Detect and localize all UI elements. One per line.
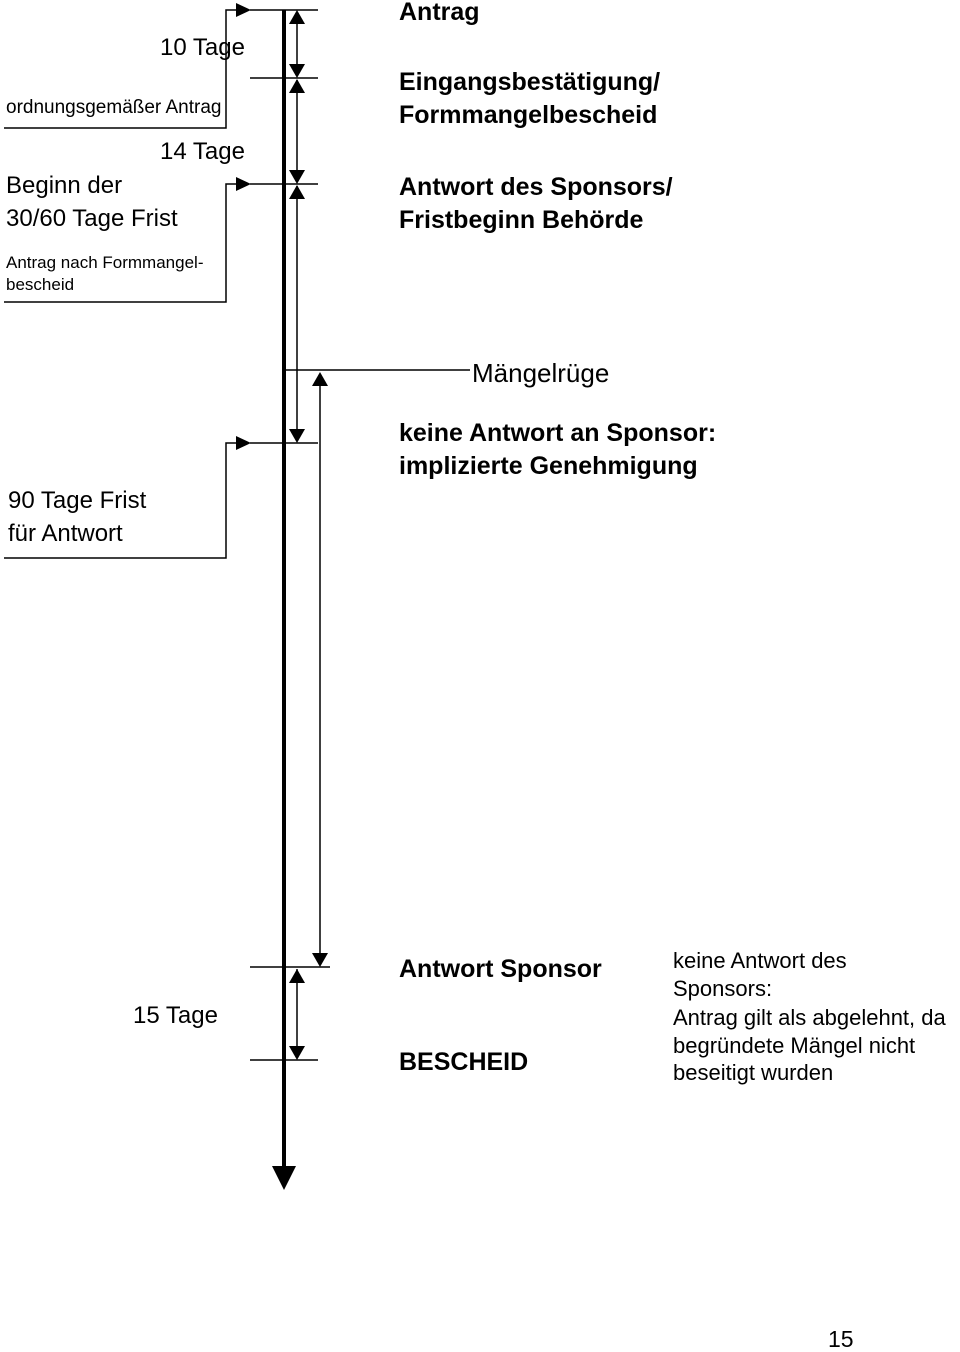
- arrowhead-up: [312, 372, 328, 386]
- arrowhead-down: [312, 953, 328, 967]
- arrowhead-up: [289, 10, 305, 24]
- label-14-tage: 14 Tage: [160, 138, 245, 165]
- label-nach-line2: bescheid: [6, 275, 75, 294]
- arrowhead-down: [289, 64, 305, 78]
- label-abgelehnt-line4: begründete Mängel nicht: [673, 1033, 916, 1058]
- label-beginn-line2: 30/60 Tage Frist: [6, 205, 178, 232]
- label-antwort-sponsor: Antwort Sponsor: [399, 955, 602, 983]
- arrowhead-right: [236, 177, 251, 191]
- connector-ordnungsgemaess: [4, 9, 236, 129]
- label-90-tage-line2: für Antwort: [8, 520, 123, 547]
- arrowhead-right: [236, 436, 251, 450]
- label-keine-line1: keine Antwort an Sponsor:: [399, 419, 717, 447]
- label-ordnungsgemaess: ordnungsgemäßer Antrag: [6, 97, 222, 118]
- arrowhead-down: [289, 429, 305, 443]
- label-antwort-line2: Fristbeginn Behörde: [399, 206, 644, 234]
- label-antwort-line1: Antwort des Sponsors/: [399, 173, 673, 201]
- label-nach-line1: Antrag nach Formmangel-: [6, 253, 204, 272]
- label-antrag: Antrag: [399, 0, 480, 26]
- label-abgelehnt-line5: beseitigt wurden: [673, 1060, 834, 1085]
- connector-90-tage: [4, 442, 236, 559]
- label-15-tage: 15 Tage: [133, 1002, 218, 1029]
- arrowhead-down: [289, 170, 305, 184]
- label-10-tage: 10 Tage: [160, 34, 245, 61]
- arrowhead-right: [236, 3, 251, 17]
- label-abgelehnt-line3: Antrag gilt als abgelehnt, da: [673, 1005, 946, 1030]
- arrowhead-down: [289, 1046, 305, 1060]
- label-eingang-line1: Eingangsbestätigung/: [399, 68, 661, 96]
- label-eingang-line2: Formmangelbescheid: [399, 101, 658, 129]
- arrowhead-up: [289, 969, 305, 983]
- label-90-tage-line1: 90 Tage Frist: [8, 487, 147, 514]
- page-number: 15: [828, 1326, 854, 1352]
- arrowhead-up: [289, 185, 305, 199]
- connector-formmangel: [4, 183, 236, 303]
- label-bescheid: BESCHEID: [399, 1048, 529, 1076]
- label-beginn-line1: Beginn der: [6, 172, 123, 199]
- arrowhead-up: [289, 79, 305, 93]
- label-maengelruege: Mängelrüge: [472, 358, 610, 388]
- label-abgelehnt-line1: keine Antwort des: [673, 948, 847, 973]
- label-keine-line2: implizierte Genehmigung: [399, 452, 698, 480]
- timeline-end-arrowhead: [272, 1166, 296, 1190]
- label-abgelehnt-line2: Sponsors:: [673, 976, 773, 1001]
